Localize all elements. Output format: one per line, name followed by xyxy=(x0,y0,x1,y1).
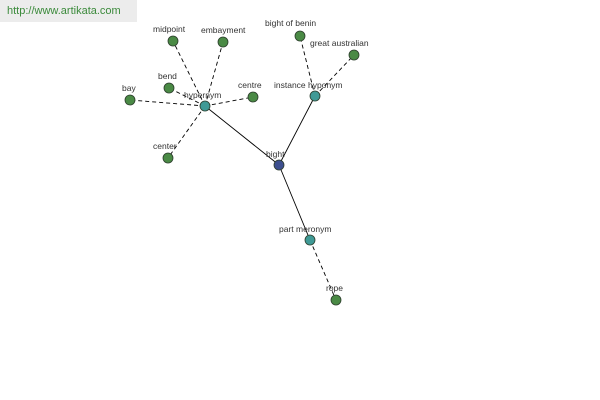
edge-instance-hyponym-to-bight-of-benin xyxy=(299,35,316,97)
node-great-australian[interactable] xyxy=(348,49,360,61)
edge-hypernym-to-bay xyxy=(129,99,206,107)
node-bight-of-benin[interactable] xyxy=(294,30,306,42)
label-great-australian[interactable]: great australian xyxy=(310,38,369,48)
nodes-layer xyxy=(124,30,360,306)
node-bend[interactable] xyxy=(163,82,175,94)
label-midpoint[interactable]: midpoint xyxy=(153,24,186,34)
node-center[interactable] xyxy=(162,152,174,164)
label-hypernym[interactable]: hypernym xyxy=(184,90,221,100)
source-url-link[interactable]: http://www.artikata.com xyxy=(7,5,121,17)
label-center[interactable]: center xyxy=(153,141,177,151)
edge-hypernym-to-center xyxy=(167,105,206,159)
label-bight[interactable]: bight xyxy=(266,149,285,159)
node-embayment[interactable] xyxy=(217,36,229,48)
node-midpoint[interactable] xyxy=(167,35,179,47)
label-rope[interactable]: rope xyxy=(326,283,343,293)
url-banner: http://www.artikata.com xyxy=(0,0,137,22)
label-bend[interactable]: bend xyxy=(158,71,177,81)
label-part-meronym[interactable]: part meronym xyxy=(279,224,331,234)
edge-bight-to-hypernym xyxy=(204,105,280,166)
node-rope[interactable] xyxy=(330,294,342,306)
label-instance-hyponym[interactable]: instance hyponym xyxy=(274,80,343,90)
edges-layer xyxy=(129,35,355,301)
node-part-meronym[interactable] xyxy=(304,234,316,246)
edge-hypernym-to-centre xyxy=(204,96,254,107)
edge-hypernym-to-midpoint xyxy=(172,40,206,107)
edge-bight-to-instance-hyponym xyxy=(278,95,316,166)
label-embayment[interactable]: embayment xyxy=(201,25,246,35)
edge-bight-to-part-meronym xyxy=(278,164,311,241)
node-hypernym[interactable] xyxy=(199,100,211,112)
edge-instance-hyponym-to-great-australian xyxy=(314,54,355,97)
node-instance-hyponym[interactable] xyxy=(309,90,321,102)
label-bight-of-benin[interactable]: bight of benin xyxy=(265,18,316,28)
node-bight[interactable] xyxy=(273,159,285,171)
edge-part-meronym-to-rope xyxy=(309,239,337,301)
label-bay[interactable]: bay xyxy=(122,83,136,93)
label-centre[interactable]: centre xyxy=(238,80,262,90)
node-bay[interactable] xyxy=(124,94,136,106)
labels-layer: bight hypernym instance hyponym part merony… xyxy=(122,18,369,293)
node-centre[interactable] xyxy=(247,91,259,103)
